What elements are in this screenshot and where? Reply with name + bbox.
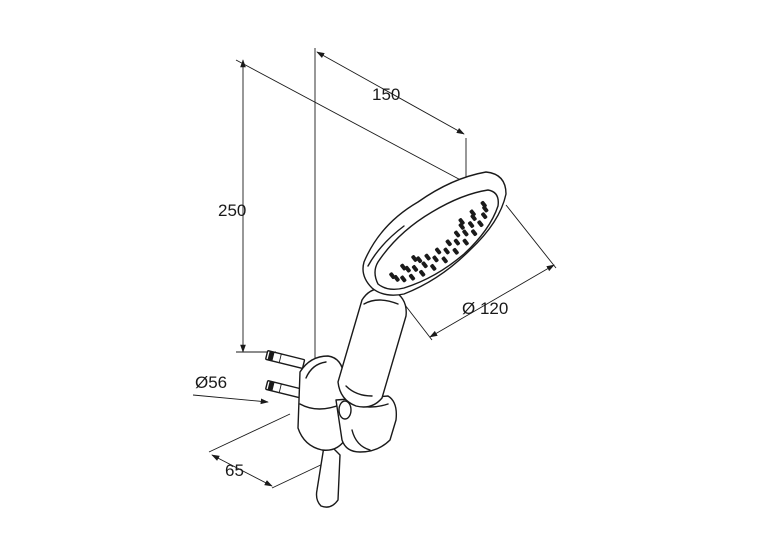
shower-head [362, 171, 507, 296]
bracket-diameter-dimension: Ø56 [192, 373, 269, 405]
spray-nozzle [443, 247, 450, 255]
spray-nozzle [432, 255, 439, 263]
spray-nozzle [419, 269, 426, 277]
spray-nozzle [453, 238, 461, 246]
spray-nozzle [441, 256, 448, 264]
spray-nozzle [452, 247, 459, 255]
spray-nozzles [389, 200, 489, 283]
spray-nozzle [482, 205, 489, 213]
spray-nozzle [430, 264, 437, 271]
handle-shaft [337, 287, 407, 408]
head-diameter-label: Ø 120 [462, 299, 508, 318]
spray-nozzle [458, 223, 465, 230]
height-label: 250 [218, 201, 246, 220]
wall-pins [265, 350, 306, 399]
spray-nozzle [415, 256, 423, 264]
spray-nozzle [470, 214, 477, 221]
spray-nozzle [470, 229, 478, 237]
head-diameter-dimension: Ø 120 [394, 204, 557, 341]
spray-nozzle [400, 263, 407, 271]
spray-nozzle [467, 221, 475, 228]
spray-nozzle [462, 229, 469, 237]
spray-nozzle [481, 212, 488, 220]
handle-lower-end [315, 439, 341, 508]
spray-nozzle [477, 220, 484, 228]
spray-nozzle [389, 272, 396, 280]
spray-nozzle [400, 275, 407, 283]
bracket-diameter-label: Ø56 [195, 373, 227, 392]
height-dimension: 250 [218, 59, 471, 353]
spray-nozzle [421, 261, 428, 269]
spray-nozzle [424, 253, 431, 261]
spray-nozzle [408, 273, 416, 281]
spray-nozzle [411, 265, 419, 272]
width-dimension: 150 [314, 48, 467, 360]
projection-dimension: 65 [208, 413, 328, 489]
spray-nozzle [411, 255, 418, 262]
spray-nozzle [445, 239, 452, 247]
spray-nozzle [434, 247, 442, 255]
spray-nozzle [453, 230, 461, 238]
spray-nozzle [462, 238, 469, 246]
spray-nozzle [469, 209, 476, 217]
width-label: 150 [372, 85, 400, 104]
spray-nozzle [458, 218, 465, 225]
projection-label: 65 [225, 461, 244, 480]
